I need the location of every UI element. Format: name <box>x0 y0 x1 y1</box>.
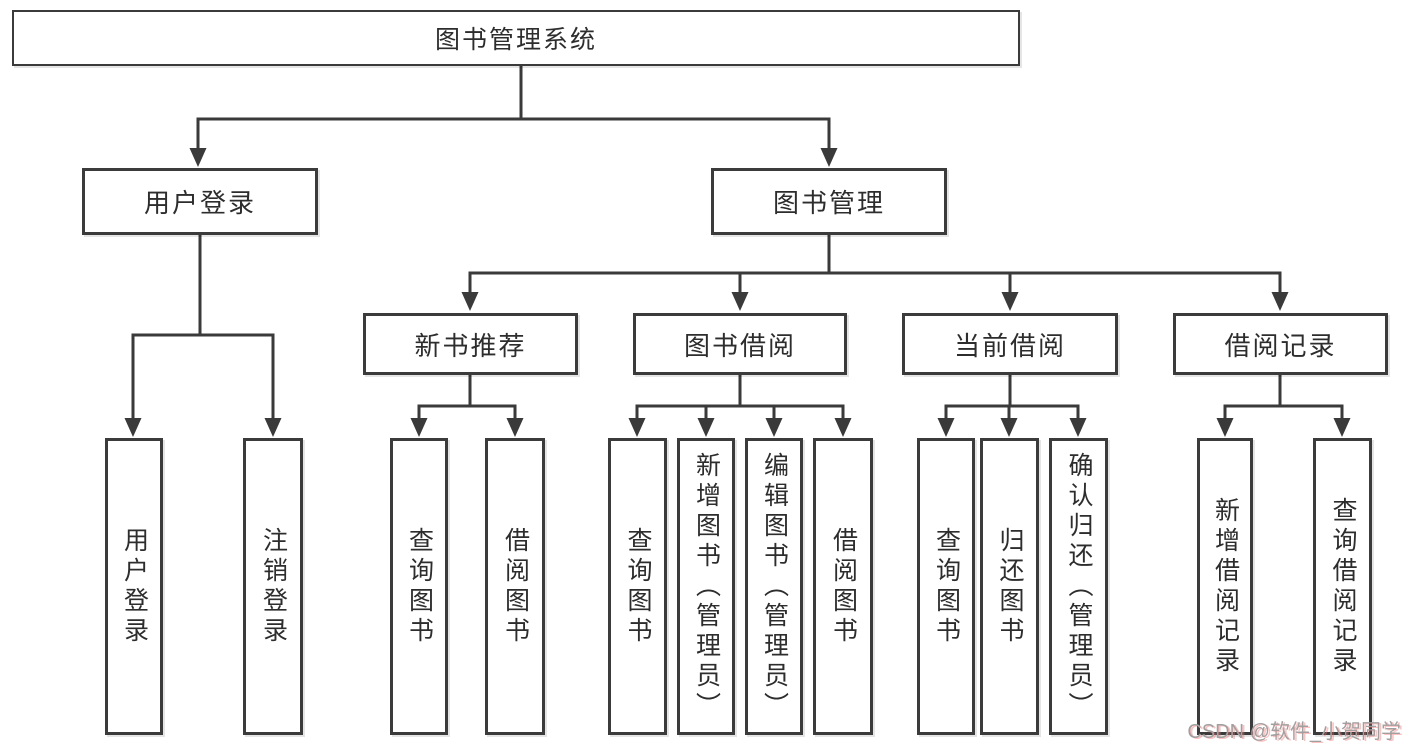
arrowhead-leaf-query-books-2 <box>628 418 646 437</box>
leaf-query-books-current: 查询图书 <box>917 438 975 735</box>
node-library-management-system: 图书管理系统 <box>12 10 1020 66</box>
arrowhead-leaf-confirm-return <box>1069 418 1087 437</box>
leaf-logout: 注销登录 <box>243 438 303 735</box>
connector-current-borrow-split <box>944 375 1080 418</box>
leaf-borrow-books: 借阅图书 <box>813 438 873 735</box>
leaf-user-login: 用户登录 <box>105 438 163 735</box>
connector-book-management-split <box>468 235 1282 292</box>
csdn-watermark: CSDN @软件_小贺同学 <box>1187 721 1401 743</box>
node-book-borrow: 图书借阅 <box>633 313 847 375</box>
arrowhead-user-login <box>189 148 207 167</box>
arrowhead-leaf-query-books-1 <box>410 418 428 437</box>
node-borrow-records: 借阅记录 <box>1173 313 1388 375</box>
node-book-management: 图书管理 <box>711 168 947 235</box>
leaf-edit-book-admin: 编辑图书（管理员） <box>745 438 803 735</box>
leaf-return-book: 归还图书 <box>980 438 1039 735</box>
arrowhead-new-book-recommend <box>461 292 479 311</box>
arrowhead-leaf-user-login <box>124 418 142 437</box>
arrowhead-leaf-add-book <box>697 418 715 437</box>
arrowhead-leaf-query-borrow-record <box>1333 418 1351 437</box>
arrowhead-leaf-borrow-books-2 <box>834 418 852 437</box>
arrowhead-leaf-borrow-books-1 <box>506 418 524 437</box>
arrowhead-book-management <box>820 148 838 167</box>
leaf-query-books-borrow: 查询图书 <box>608 438 667 735</box>
leaf-query-books-recommend: 查询图书 <box>390 438 448 735</box>
arrowhead-leaf-query-books-3 <box>937 418 955 437</box>
leaf-add-book-admin: 新增图书（管理员） <box>677 438 735 735</box>
arrowhead-leaf-edit-book <box>765 418 783 437</box>
connector-root-to-level1 <box>196 66 831 148</box>
connector-borrow-records-split <box>1223 375 1344 418</box>
arrowhead-leaf-logout <box>264 418 282 437</box>
arrowhead-current-borrow <box>1001 292 1019 311</box>
leaf-confirm-return-admin: 确认归还（管理员） <box>1049 438 1108 735</box>
arrowhead-book-borrow <box>731 292 749 311</box>
leaf-add-borrow-record: 新增借阅记录 <box>1197 438 1253 735</box>
connector-book-borrow-split <box>635 375 845 418</box>
node-new-book-recommend: 新书推荐 <box>363 313 578 375</box>
leaf-borrow-books-recommend: 借阅图书 <box>485 438 545 735</box>
arrowhead-borrow-records <box>1271 292 1289 311</box>
node-user-login: 用户登录 <box>82 168 318 235</box>
connector-new-book-recommend-split <box>417 375 517 418</box>
arrowhead-leaf-add-borrow-record <box>1216 418 1234 437</box>
leaf-query-borrow-record: 查询借阅记录 <box>1313 438 1372 735</box>
node-current-borrow: 当前借阅 <box>902 313 1118 375</box>
connector-user-login-split <box>131 235 275 418</box>
arrowhead-leaf-return-book <box>1000 418 1018 437</box>
